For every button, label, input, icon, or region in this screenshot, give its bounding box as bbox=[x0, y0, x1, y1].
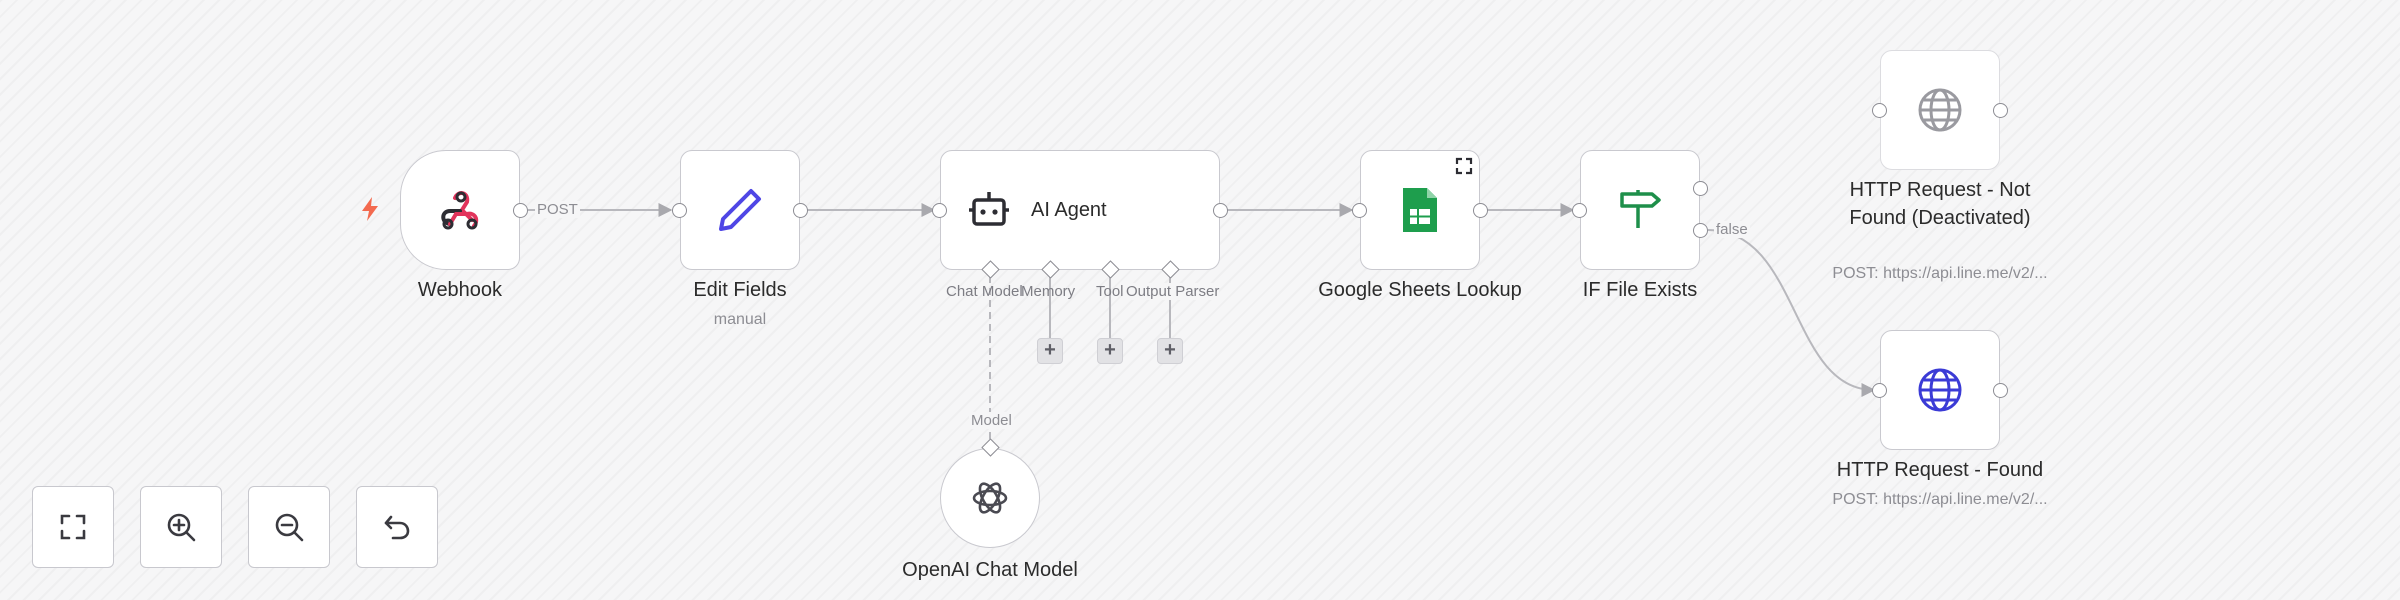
node-edit-fields-label: Edit Fields bbox=[693, 279, 787, 301]
undo-icon bbox=[384, 515, 410, 540]
if-false-output-port[interactable] bbox=[1693, 223, 1708, 238]
connection-label-post: POST bbox=[535, 201, 580, 218]
globe-icon-deactivated bbox=[1918, 88, 1962, 132]
signpost-icon bbox=[1620, 190, 1661, 228]
slot-label-tool: Tool bbox=[1096, 283, 1124, 300]
node-if-file-exists[interactable] bbox=[1572, 150, 1708, 270]
slot-label-chat-model: Chat Model bbox=[946, 283, 1023, 300]
pencil-icon bbox=[719, 189, 761, 231]
node-edit-fields-sub: manual bbox=[713, 311, 767, 328]
node-http-request-found-sub: POST: https://api.line.me/v2/... bbox=[1832, 491, 2048, 508]
slot-label-output-parser: Output Parser bbox=[1123, 283, 1220, 300]
node-http-request-found-label: HTTP Request - Found bbox=[1836, 459, 2044, 481]
zoom-out-button[interactable] bbox=[248, 486, 330, 568]
google-sheets-input-port[interactable] bbox=[1352, 203, 1367, 218]
http-found-input-port[interactable] bbox=[1872, 383, 1887, 398]
node-ai-agent[interactable]: AI Agent bbox=[932, 150, 1228, 270]
edit-fields-input-port[interactable] bbox=[672, 203, 687, 218]
fit-view-icon bbox=[60, 514, 86, 540]
webhook-icon bbox=[441, 191, 479, 230]
webhook-output-port[interactable] bbox=[513, 203, 528, 218]
node-openai-chat-model[interactable] bbox=[940, 438, 1040, 548]
globe-icon bbox=[1918, 368, 1962, 412]
ai-agent-input-port[interactable] bbox=[932, 203, 947, 218]
http-not-found-output-port[interactable] bbox=[1993, 103, 2008, 118]
if-input-port[interactable] bbox=[1572, 203, 1587, 218]
add-tool-button[interactable]: + bbox=[1097, 338, 1123, 364]
expand-icon[interactable] bbox=[1455, 157, 1473, 175]
robot-icon bbox=[969, 192, 1009, 226]
node-http-request-not-found-label: HTTP Request - Not Found (Deactivated) bbox=[1849, 179, 2031, 229]
zoom-in-icon bbox=[167, 513, 196, 542]
slot-label-memory: Memory bbox=[1021, 283, 1076, 300]
node-http-request-found[interactable] bbox=[1872, 330, 2008, 450]
node-ai-agent-label: AI Agent bbox=[1031, 198, 1107, 221]
node-http-request-not-found[interactable] bbox=[1872, 50, 2008, 170]
trigger-bolt-icon bbox=[362, 197, 378, 221]
add-memory-button[interactable]: + bbox=[1037, 338, 1063, 364]
node-webhook[interactable] bbox=[400, 150, 528, 270]
add-output-parser-button[interactable]: + bbox=[1157, 338, 1183, 364]
if-true-output-port[interactable] bbox=[1693, 181, 1708, 196]
http-not-found-input-port[interactable] bbox=[1872, 103, 1887, 118]
connection-label-false: false bbox=[1714, 221, 1750, 238]
connection-label-model: Model bbox=[969, 412, 1014, 429]
google-sheets-output-port[interactable] bbox=[1473, 203, 1488, 218]
openai-icon bbox=[972, 482, 1008, 514]
ai-agent-output-port[interactable] bbox=[1213, 203, 1228, 218]
node-http-request-not-found-sub: POST: https://api.line.me/v2/... bbox=[1832, 265, 2048, 282]
http-found-output-port[interactable] bbox=[1993, 383, 2008, 398]
node-edit-fields[interactable] bbox=[672, 150, 808, 270]
node-webhook-label: Webhook bbox=[417, 279, 503, 301]
fit-view-button[interactable] bbox=[32, 486, 114, 568]
node-google-sheets-lookup[interactable] bbox=[1352, 150, 1488, 270]
wire-if-false-to-http-found bbox=[1707, 229, 1876, 397]
google-sheets-icon bbox=[1403, 188, 1437, 232]
node-openai-chat-model-label: OpenAI Chat Model bbox=[902, 559, 1078, 581]
reset-zoom-button[interactable] bbox=[356, 486, 438, 568]
node-if-file-exists-label: IF File Exists bbox=[1582, 279, 1698, 301]
zoom-in-button[interactable] bbox=[140, 486, 222, 568]
zoom-out-icon bbox=[275, 513, 304, 542]
node-google-sheets-label: Google Sheets Lookup bbox=[1318, 279, 1522, 301]
edit-fields-output-port[interactable] bbox=[793, 203, 808, 218]
